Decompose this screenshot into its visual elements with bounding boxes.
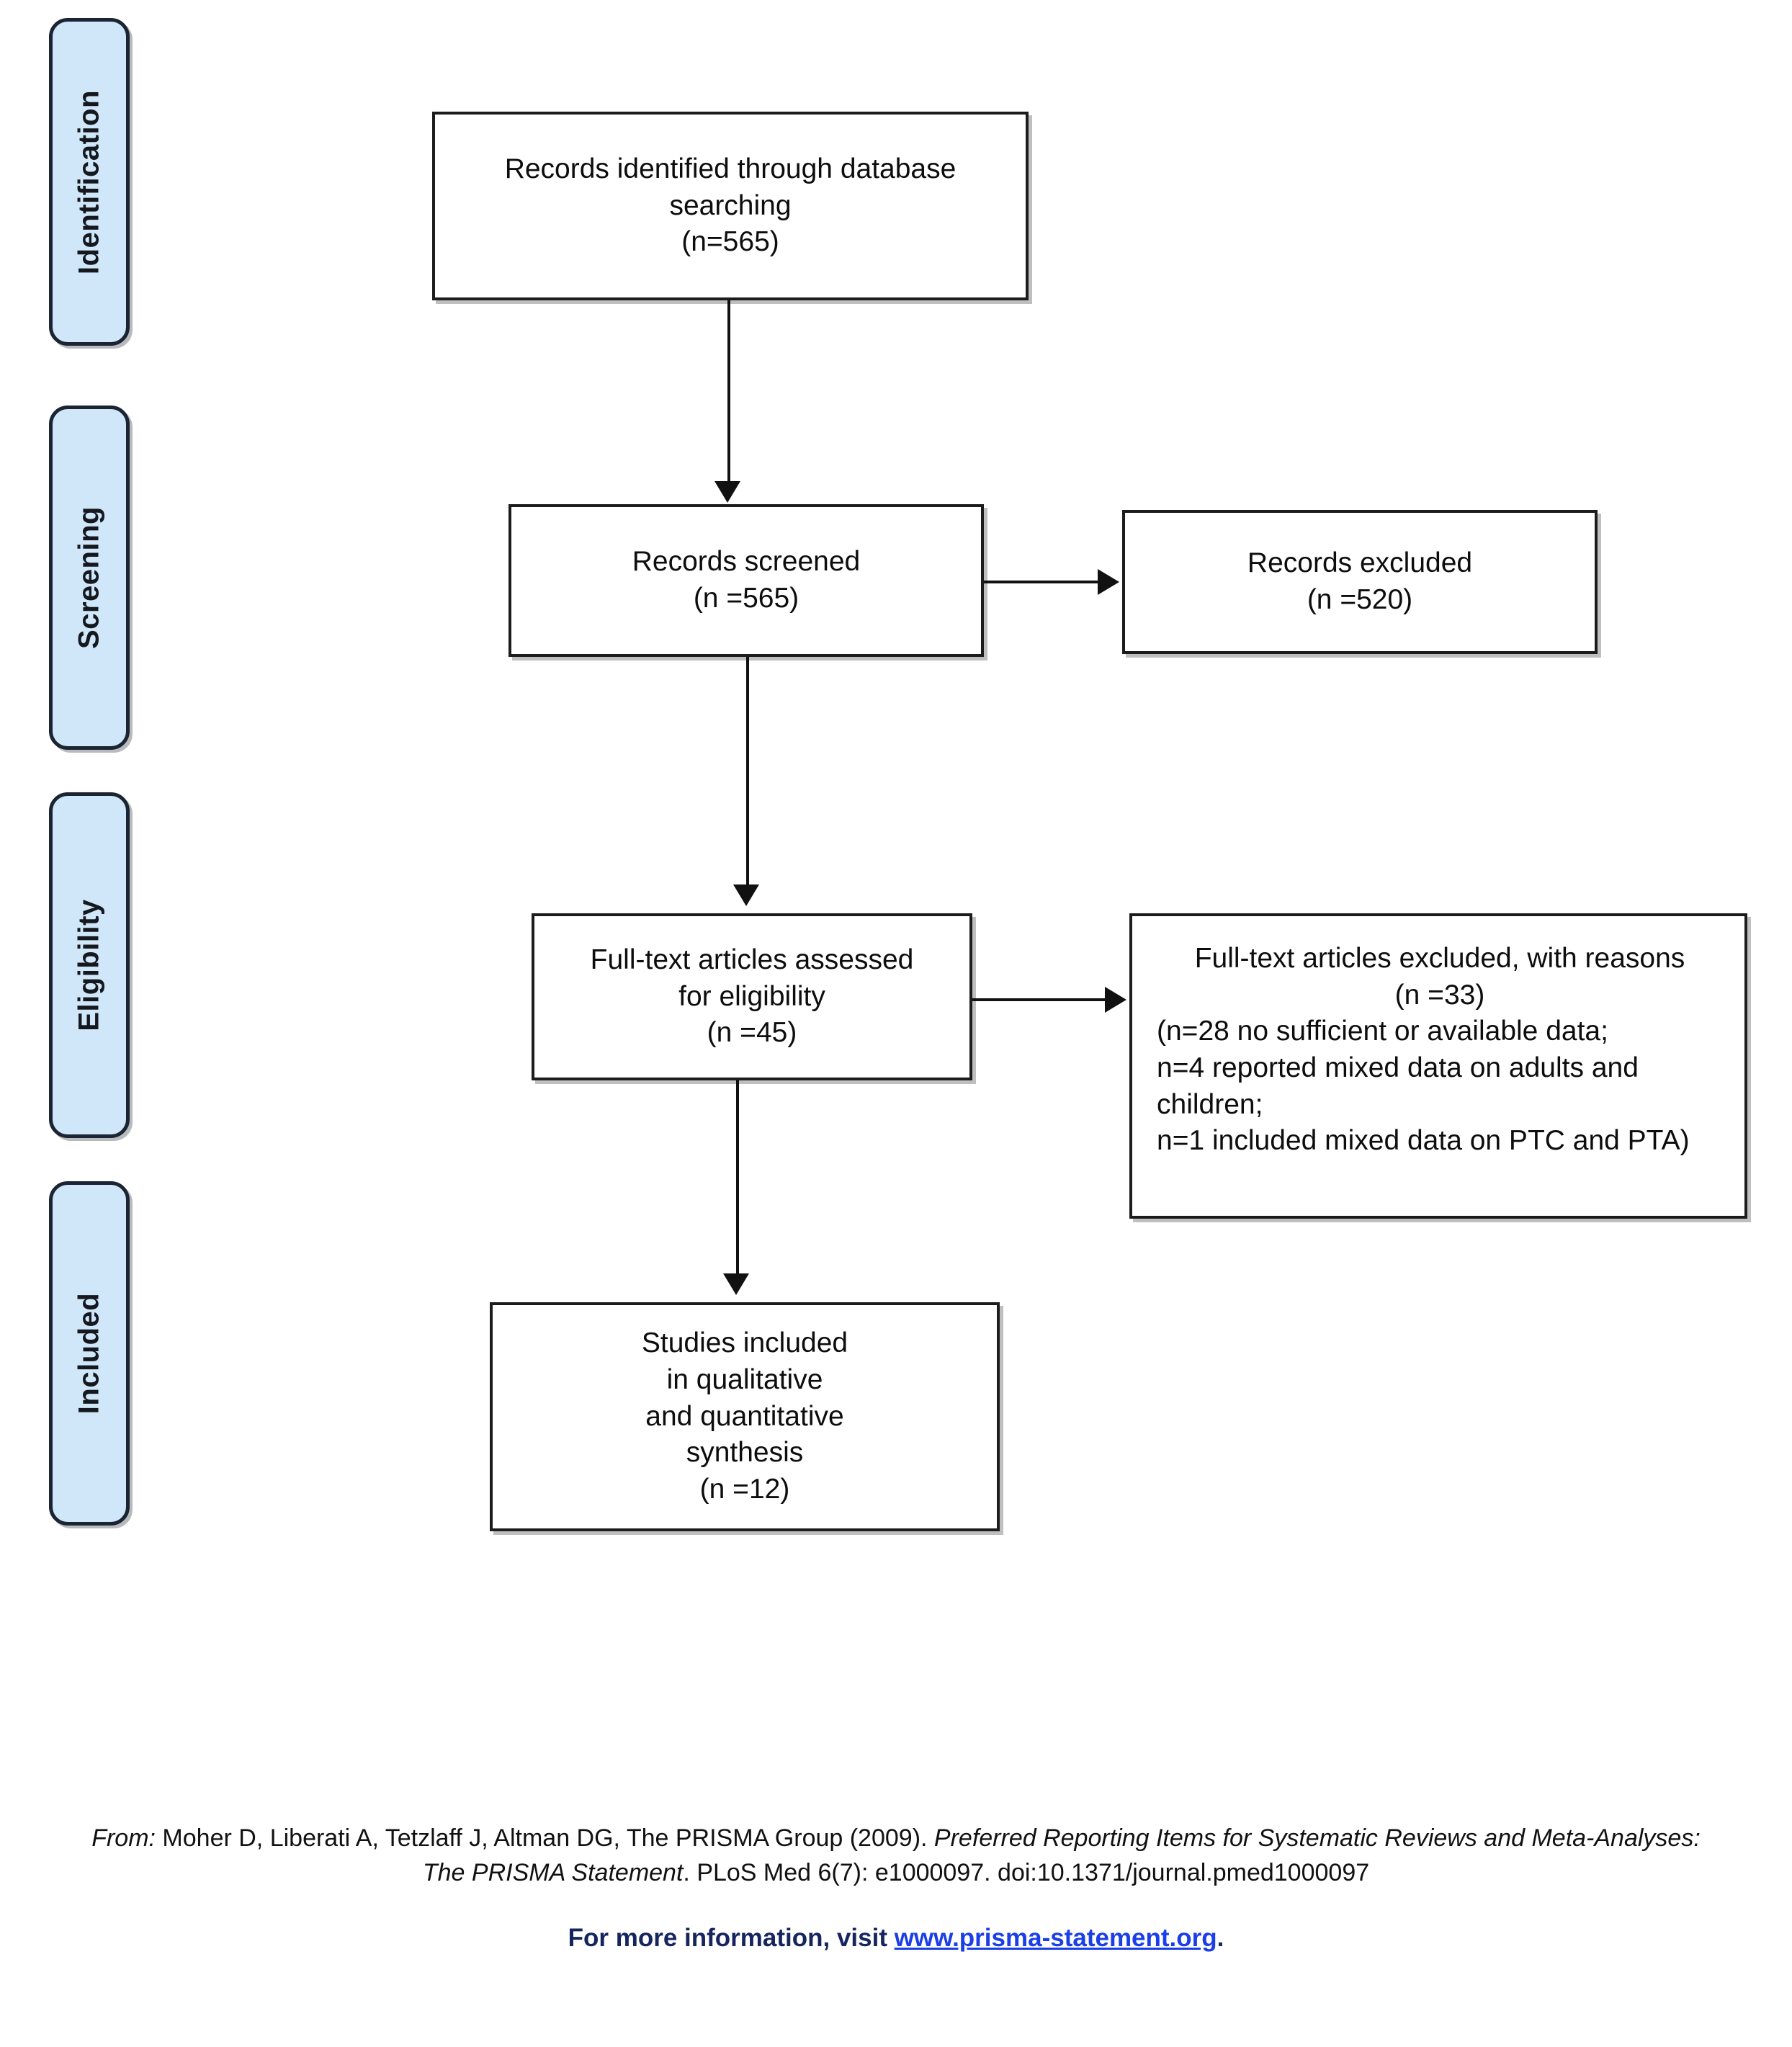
box-fulltext-assessed: Full-text articles assessed for eligibil… — [532, 913, 972, 1080]
box-fulltext-assessed-count: (n =45) — [707, 1017, 797, 1049]
more-information-line: For more information, visit www.prisma-s… — [0, 1924, 1792, 1953]
connector-assessed-to-fulltext-excluded — [972, 998, 1108, 1001]
box-records-identified-count: (n=565) — [681, 226, 779, 258]
connector-screened-to-assessed — [746, 657, 749, 887]
box-records-excluded-line-1: Records excluded — [1247, 547, 1473, 579]
connector-assessed-to-studies — [736, 1080, 739, 1276]
box-records-identified: Records identified through database sear… — [432, 112, 1029, 300]
box-fulltext-excluded-reason-1: (n=28 no sufficient or available data; — [1157, 1016, 1608, 1047]
citation-source: . PLoS Med 6(7): e1000097. doi:10.1371/j… — [683, 1859, 1370, 1887]
connector-screened-to-records-excluded — [984, 581, 1101, 583]
stage-tab-included: Included — [49, 1181, 130, 1526]
stage-tab-identification-label: Identification — [73, 89, 105, 274]
box-fulltext-assessed-line-2: for eligibility — [678, 980, 825, 1012]
arrow-down-icon-identified-to-screened — [714, 481, 740, 503]
more-information-prefix: For more information, visit — [568, 1923, 895, 1952]
box-records-identified-line-2: searching — [669, 189, 792, 221]
prisma-statement-link[interactable]: www.prisma-statement.org — [894, 1923, 1217, 1952]
box-studies-included-line-3: and quantitative — [645, 1400, 844, 1432]
box-records-excluded: Records excluded (n =520) — [1122, 510, 1598, 654]
box-records-screened-line-1: Records screened — [632, 546, 861, 578]
box-studies-included-line-1: Studies included — [641, 1327, 848, 1359]
citation-text: From: Moher D, Liberati A, Tetzlaff J, A… — [0, 1821, 1792, 1891]
box-fulltext-excluded: Full-text articles excluded, with reason… — [1129, 913, 1747, 1219]
connector-identified-to-screened — [727, 300, 730, 485]
stage-tab-identification: Identification — [49, 18, 130, 346]
box-records-identified-line-1: Records identified through database — [504, 153, 957, 184]
stage-tab-screening: Screening — [49, 406, 130, 750]
box-fulltext-excluded-count: (n =33) — [1394, 979, 1485, 1011]
box-studies-included-count: (n =12) — [699, 1474, 790, 1505]
box-studies-included-line-4: synthesis — [686, 1437, 804, 1469]
box-records-screened-count: (n =565) — [693, 583, 799, 614]
box-records-excluded-count: (n =520) — [1307, 584, 1413, 615]
box-fulltext-excluded-reason-4: n=1 included mixed data on PTC and PTA) — [1157, 1125, 1690, 1157]
arrow-right-icon-assessed-to-fulltext-excluded — [1105, 987, 1126, 1013]
stage-tab-screening-label: Screening — [73, 506, 105, 649]
box-fulltext-excluded-reason-2: n=4 reported mixed data on adults and — [1157, 1052, 1639, 1084]
citation-title: Preferred Reporting Items for Systematic… — [422, 1824, 1701, 1887]
citation-from-label: From: — [91, 1824, 156, 1852]
footer: From: Moher D, Liberati A, Tetzlaff J, A… — [0, 1821, 1792, 1953]
arrow-down-icon-screened-to-assessed — [733, 884, 759, 906]
arrow-right-icon-screened-to-records-excluded — [1098, 569, 1119, 595]
stage-tab-included-label: Included — [73, 1292, 105, 1415]
arrow-down-icon-assessed-to-studies — [723, 1273, 749, 1295]
box-fulltext-excluded-line-1: Full-text articles excluded, with reason… — [1194, 943, 1685, 974]
stage-tab-eligibility: Eligibility — [49, 792, 130, 1138]
box-fulltext-assessed-line-1: Full-text articles assessed — [590, 944, 914, 975]
box-records-screened: Records screened (n =565) — [509, 504, 984, 657]
box-fulltext-excluded-reason-3: children; — [1157, 1088, 1263, 1120]
box-studies-included-line-2: in qualitative — [666, 1363, 823, 1395]
stage-tab-eligibility-label: Eligibility — [73, 899, 105, 1031]
more-information-suffix: . — [1217, 1923, 1224, 1952]
box-studies-included: Studies included in qualitative and quan… — [490, 1302, 1000, 1531]
citation-authors: Moher D, Liberati A, Tetzlaff J, Altman … — [155, 1824, 934, 1852]
